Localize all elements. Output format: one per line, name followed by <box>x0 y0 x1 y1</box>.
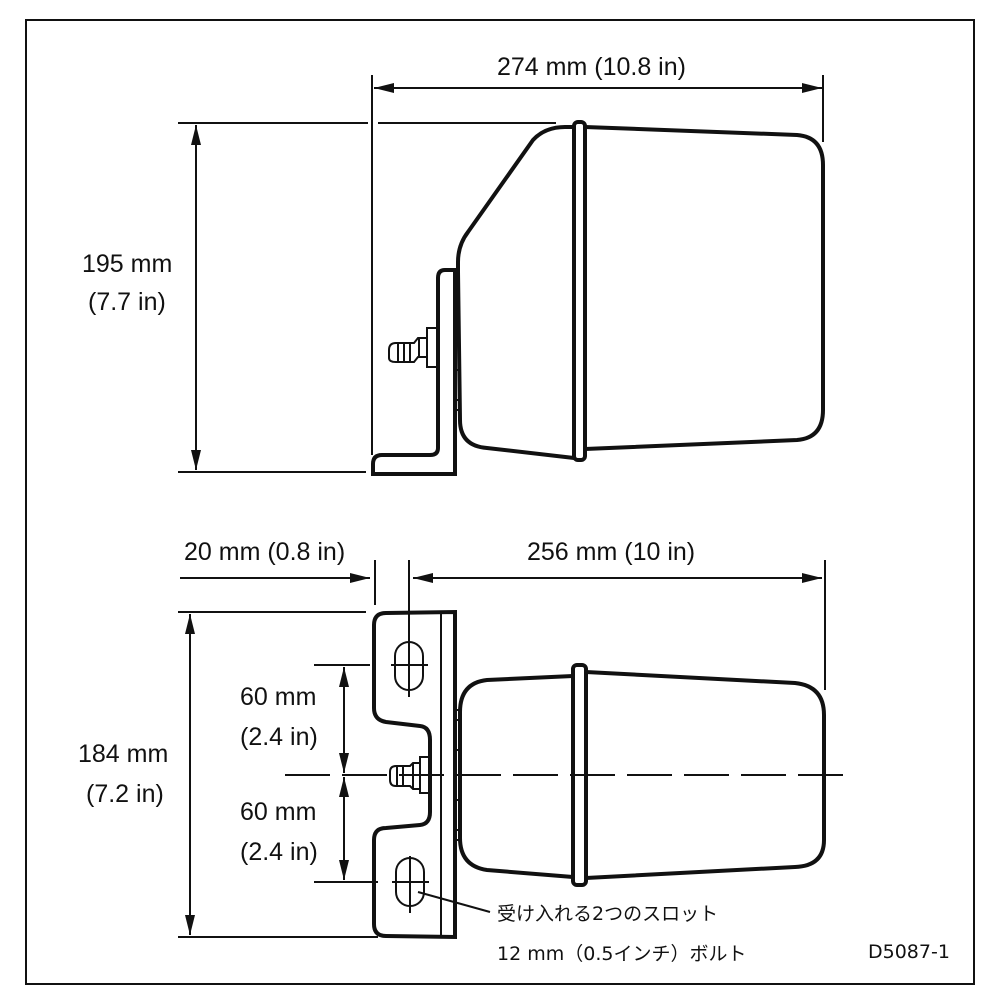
length-label: 256 mm (10 in) <box>527 538 695 566</box>
gasket <box>455 709 460 841</box>
upper-spacing-in: (2.4 in) <box>240 723 318 751</box>
sensor-body <box>458 674 574 879</box>
height-label-mm: 184 mm <box>78 740 168 768</box>
bottom-view: 20 mm (0.8 in) 256 mm (10 in) 184 mm (7.… <box>78 538 855 965</box>
lower-spacing-in: (2.4 in) <box>240 838 318 866</box>
slot-note-line2: 12 mm（0.5インチ）ボルト <box>497 943 746 965</box>
slot-note-line1: 受け入れる2つのスロット <box>497 903 718 925</box>
drawing-id: D5087-1 <box>868 941 950 963</box>
sensor-body <box>456 125 576 461</box>
hose-fitting <box>389 756 431 794</box>
width-label: 274 mm (10.8 in) <box>497 53 686 81</box>
height-label-in: (7.2 in) <box>86 780 164 808</box>
slot-upper <box>391 630 428 697</box>
height-label-mm: 195 mm <box>82 250 172 278</box>
drawing-frame <box>25 19 975 985</box>
upper-spacing-mm: 60 mm <box>240 683 316 711</box>
top-view: 274 mm (10.8 in) 195 mm (7.7 in) <box>82 53 825 476</box>
mounting-bracket <box>372 609 457 940</box>
slot-leader-line <box>417 891 491 913</box>
slot-lower <box>392 856 429 913</box>
mounting-bracket <box>371 268 457 476</box>
lower-spacing-mm: 60 mm <box>240 798 316 826</box>
body-rim <box>572 120 587 462</box>
body-rim <box>571 663 588 887</box>
height-label-in: (7.7 in) <box>88 288 166 316</box>
offset-label: 20 mm (0.8 in) <box>184 538 345 566</box>
hose-fitting <box>388 327 439 368</box>
